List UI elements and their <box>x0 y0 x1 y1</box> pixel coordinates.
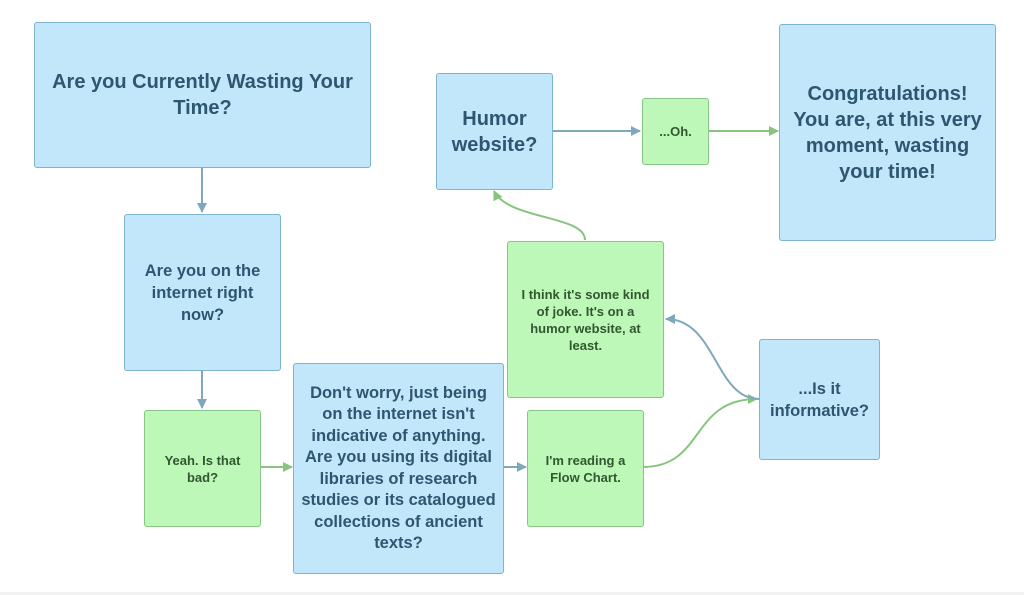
answer-yeah-bad: Yeah. Is that bad? <box>144 410 261 527</box>
arrow-reading-to-informative <box>642 394 758 468</box>
answer-oh: ...Oh. <box>642 98 709 165</box>
question-wasting-time: Are you Currently Wasting Your Time? <box>34 22 371 168</box>
question-humor-website: Humor website? <box>436 73 553 190</box>
question-is-informative: ...Is it informative? <box>759 339 880 460</box>
result-congratulations: Congratulations! You are, at this very m… <box>779 24 996 241</box>
answer-reading-flowchart: I'm reading a Flow Chart. <box>527 410 644 527</box>
bottom-divider <box>0 592 1024 595</box>
question-on-internet: Are you on the internet right now? <box>124 214 281 371</box>
arrow-informative-to-joke <box>665 314 760 400</box>
question-dont-worry: Don't worry, just being on the internet … <box>293 363 504 574</box>
arrow-joke-to-humor <box>493 190 586 241</box>
answer-think-joke: I think it's some kind of joke. It's on … <box>507 241 664 398</box>
